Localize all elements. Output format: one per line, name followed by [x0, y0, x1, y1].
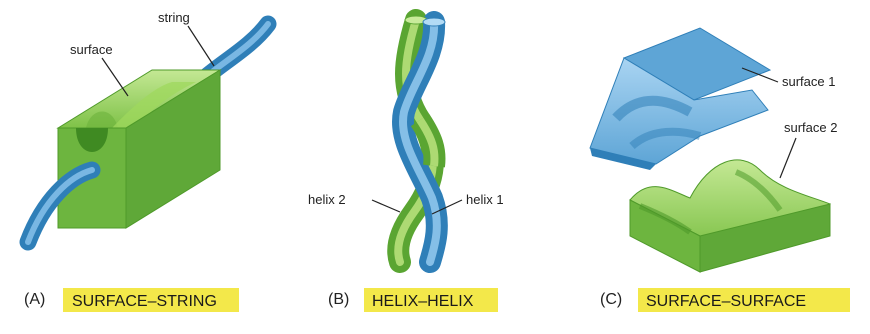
label-helix-2: helix 2 — [308, 192, 346, 207]
caption-c-letter: (C) — [600, 291, 622, 308]
caption-a-letter: (A) — [24, 291, 45, 308]
caption-c-text: SURFACE–SURFACE — [646, 293, 806, 310]
caption-b-letter: (B) — [328, 291, 349, 308]
label-helix-1: helix 1 — [466, 192, 504, 207]
panel-a-illustration: surface string — [28, 10, 268, 242]
surface-2-leader — [780, 138, 796, 178]
caption-b-text: HELIX–HELIX — [372, 293, 474, 310]
panel-c-illustration: surface 1 surface 2 — [590, 28, 837, 272]
label-surface-2: surface 2 — [784, 120, 837, 135]
label-surface-1: surface 1 — [782, 74, 835, 89]
panel-b-illustration: helix 2 helix 1 — [308, 16, 504, 262]
label-string: string — [158, 10, 190, 25]
label-surface: surface — [70, 42, 113, 57]
string-leader — [188, 26, 214, 66]
helix-2-leader — [372, 200, 400, 212]
surface-leader — [102, 58, 128, 96]
caption-a-text: SURFACE–STRING — [72, 293, 217, 310]
